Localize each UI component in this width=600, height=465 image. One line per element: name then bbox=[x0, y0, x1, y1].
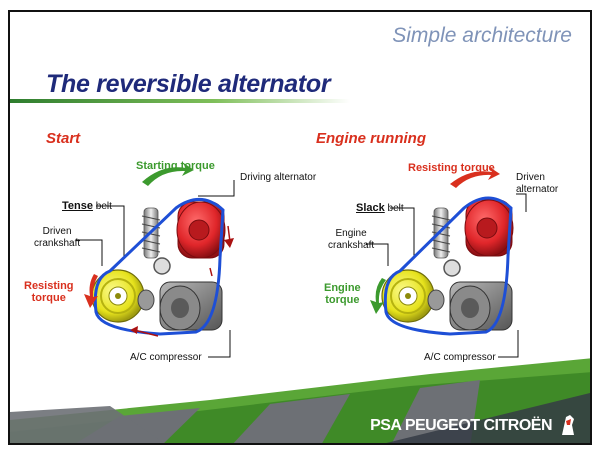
spring-coils bbox=[141, 215, 161, 253]
label-engine-torque-line1: Engine bbox=[324, 282, 361, 294]
starting-torque-arrow bbox=[142, 162, 194, 186]
engine-torque-arrow bbox=[370, 278, 386, 314]
ac-compressor-running bbox=[449, 281, 513, 331]
tensioner-pulley-running bbox=[443, 259, 461, 277]
brand-lion-icon bbox=[562, 415, 574, 435]
engine-diagrams bbox=[10, 162, 590, 443]
belt-direction-head-1 bbox=[224, 238, 234, 248]
tensioner-pulley bbox=[153, 257, 171, 275]
alternator-running bbox=[464, 199, 514, 257]
label-tense-belt: Tense belt bbox=[62, 200, 112, 213]
label-slack-belt: Slack belt bbox=[356, 202, 404, 215]
resisting-torque-arrow bbox=[84, 274, 98, 308]
label-engine-torque: Engine torque bbox=[324, 282, 361, 306]
label-engine-crank-line2: crankshaft bbox=[328, 240, 375, 251]
leader-ac-compressor-running bbox=[498, 330, 519, 358]
label-slack-rest: belt bbox=[384, 203, 404, 214]
alternator-start bbox=[176, 201, 226, 259]
leader-ac-compressor bbox=[208, 330, 231, 358]
slide-title: The reversible alternator bbox=[46, 70, 331, 98]
label-engine-torque-line2: torque bbox=[325, 294, 360, 306]
road-ground bbox=[10, 358, 590, 443]
label-driven-line2: crankshaft bbox=[34, 238, 81, 249]
label-starting-torque: Starting torque bbox=[136, 160, 215, 172]
belt-slack bbox=[383, 196, 513, 336]
label-resisting-torque-running: Resisting torque bbox=[408, 162, 495, 174]
running-diagram bbox=[366, 166, 527, 358]
label-driving-alternator: Driving alternator bbox=[240, 172, 317, 183]
label-slack-bold: Slack bbox=[356, 202, 385, 214]
start-heading: Start bbox=[46, 130, 81, 147]
label-tense-rest: belt bbox=[92, 201, 112, 212]
label-resisting-torque: Resisting torque bbox=[24, 280, 74, 304]
belt-tense bbox=[93, 198, 225, 336]
label-driven-line1: Driven bbox=[42, 226, 72, 237]
tensioner-spring-running bbox=[433, 207, 449, 259]
label-ac-compressor-running: A/C compressor bbox=[424, 352, 496, 363]
running-heading: Engine running bbox=[316, 130, 426, 147]
idler-pulley-start bbox=[137, 289, 155, 311]
belt-direction-arrow-3 bbox=[133, 329, 159, 337]
leader-driven-crankshaft bbox=[76, 239, 103, 266]
leader-driven-alternator bbox=[516, 193, 527, 212]
belt-direction-arrow-2 bbox=[209, 267, 213, 277]
ac-compressor-start bbox=[159, 281, 223, 331]
title-underline bbox=[10, 99, 350, 103]
label-tense-bold: Tense bbox=[62, 200, 93, 212]
crankshaft-pulley-running bbox=[381, 269, 435, 323]
brand-logo-text: PSA PEUGEOT CITROËN bbox=[370, 417, 552, 434]
label-driven-alt-line1: Driven bbox=[516, 172, 545, 183]
belt-direction-head-3 bbox=[130, 326, 138, 334]
label-resisting-line1: Resisting bbox=[24, 280, 74, 292]
label-engine-crank-line1: Engine bbox=[335, 228, 367, 239]
label-resisting-line2: torque bbox=[31, 292, 66, 304]
resisting-torque-arrow-running bbox=[450, 166, 500, 188]
slide: Simple architecture The reversible alter… bbox=[8, 10, 592, 445]
leader-tense-belt bbox=[96, 205, 125, 258]
leader-engine-crankshaft bbox=[366, 243, 389, 266]
label-ac-compressor-start: A/C compressor bbox=[130, 352, 202, 363]
spring-coils-running bbox=[431, 215, 451, 253]
label-engine-crankshaft: Engine crankshaft bbox=[328, 228, 374, 252]
leader-slack-belt bbox=[390, 207, 415, 258]
crankshaft-pulley-start bbox=[91, 269, 145, 323]
slide-header: Simple architecture bbox=[392, 24, 572, 47]
label-driven-alt-line2: alternator bbox=[516, 184, 559, 195]
label-driven-crankshaft: Driven crankshaft bbox=[34, 226, 80, 250]
start-diagram bbox=[76, 162, 235, 358]
idler-pulley-running bbox=[427, 289, 445, 311]
leader-driving-alternator bbox=[198, 180, 235, 197]
label-driven-alternator: Driven alternator bbox=[516, 172, 558, 196]
